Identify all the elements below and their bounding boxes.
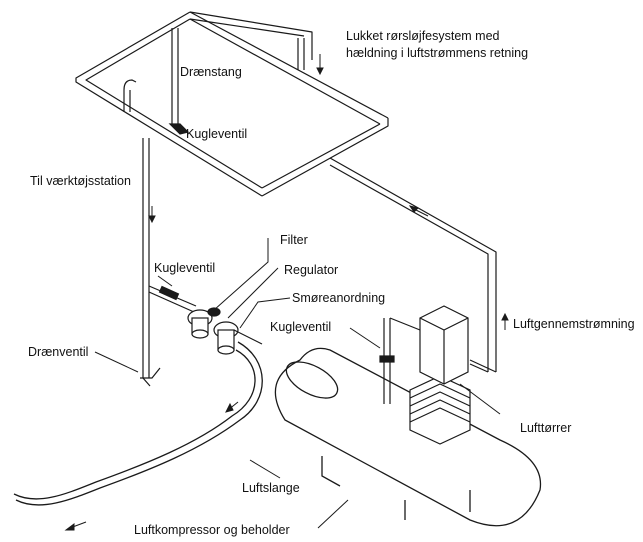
- right-ball-valve-pipe: [379, 317, 421, 404]
- label-lubricator: Smøreanordning: [292, 291, 385, 305]
- label-closed-loop-1: Lukket rørsløjfesystem med: [346, 29, 500, 43]
- label-ball-valve-right: Kugleventil: [270, 320, 331, 334]
- label-airflow: Luftgennemstrømning: [513, 317, 635, 331]
- frl-feed-pipe: [148, 285, 197, 313]
- label-drain-valve: Drænventil: [28, 345, 88, 359]
- compressor-motor: [409, 375, 471, 445]
- air-hose: [13, 341, 263, 506]
- drain-rod: [168, 28, 190, 135]
- label-drain-rod: Drænstang: [180, 65, 242, 79]
- label-ball-valve-left: Kugleventil: [154, 261, 215, 275]
- label-ball-valve-top: Kugleventil: [186, 127, 247, 141]
- air-dryer-box: [419, 305, 469, 385]
- label-to-tool-station: Til værktøjsstation: [30, 174, 131, 188]
- flow-arrows: [64, 54, 509, 531]
- label-closed-loop-2: hældning i luftstrømmens retning: [346, 46, 528, 60]
- label-filter: Filter: [280, 233, 308, 247]
- labels: Lukket rørsløjfesystem med hældning i lu…: [28, 29, 635, 537]
- compressor-tank: [274, 347, 542, 527]
- label-air-dryer: Lufttørrer: [520, 421, 571, 435]
- tool-station-drop: [123, 79, 161, 387]
- overhead-pipe-loop: [75, 11, 497, 373]
- label-air-hose: Luftslange: [242, 481, 300, 495]
- top-right-drop: [297, 38, 305, 70]
- leader-lines: [94, 238, 501, 529]
- frl-units: [187, 307, 239, 355]
- label-regulator: Regulator: [284, 263, 338, 277]
- lubricator-pipe: [233, 329, 263, 345]
- label-compressor-tank: Luftkompressor og beholder: [134, 523, 290, 537]
